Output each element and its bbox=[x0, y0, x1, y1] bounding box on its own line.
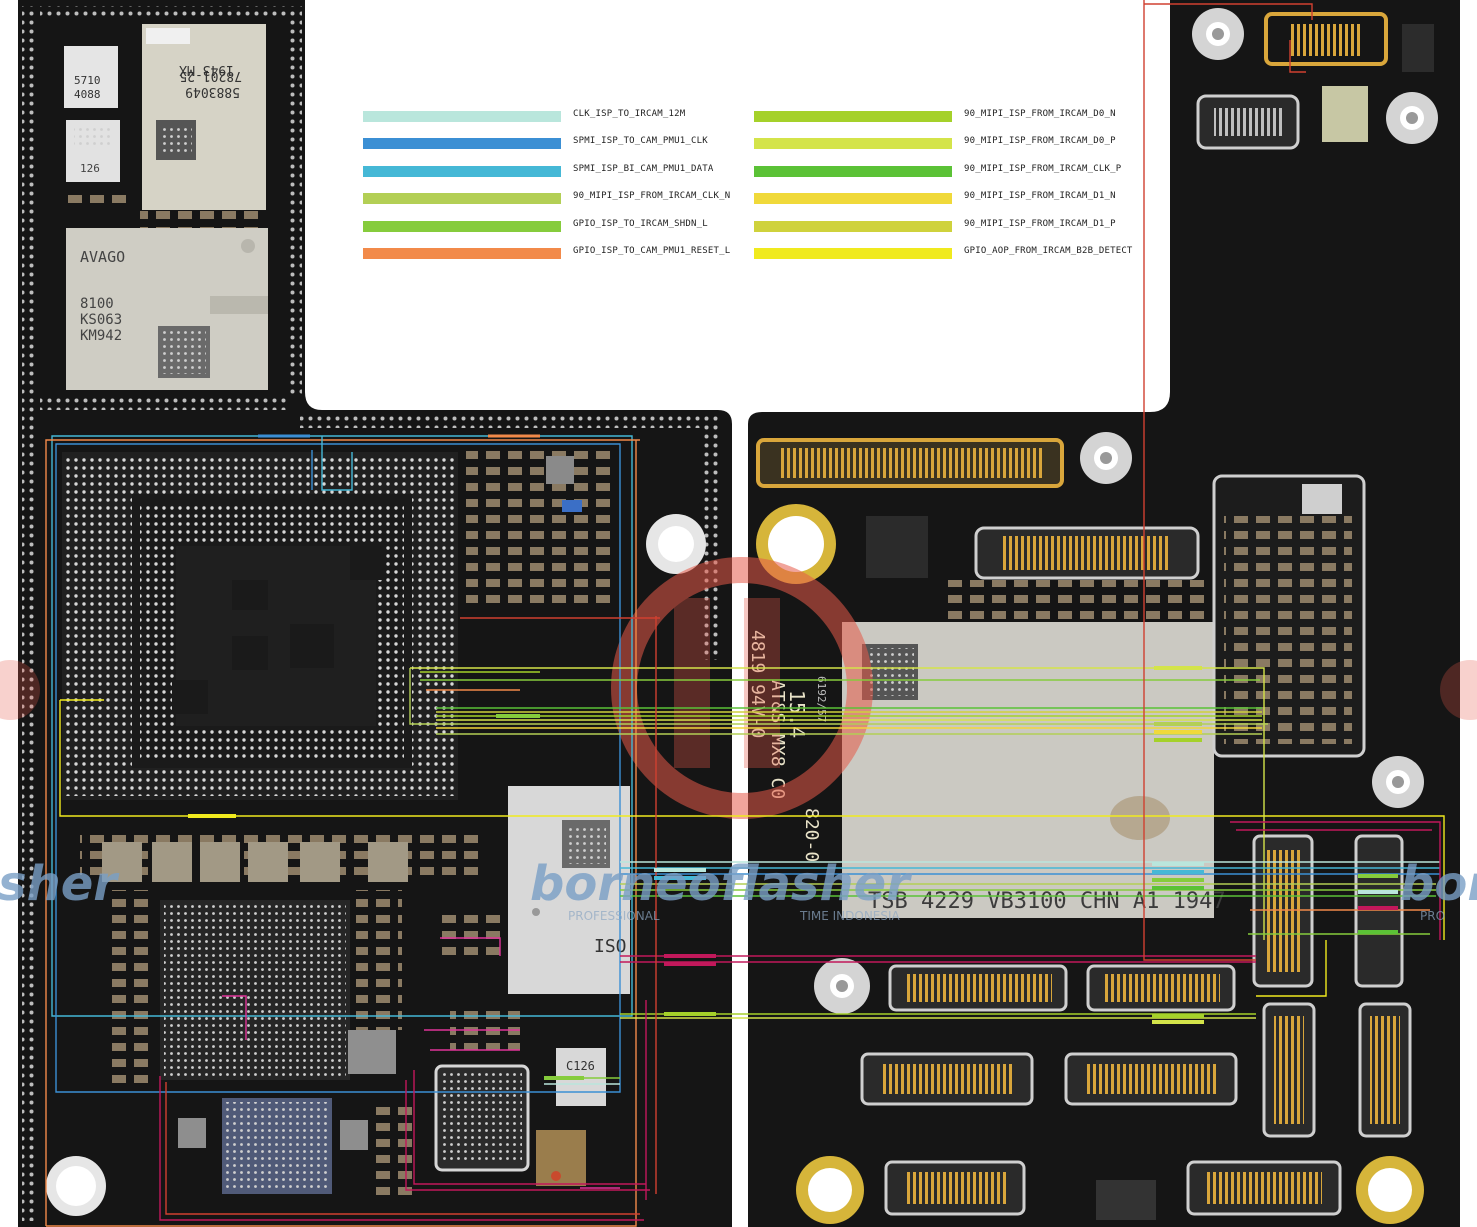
legend-label: SPMI_ISP_TO_CAM_PMU1_CLK bbox=[573, 136, 708, 146]
trace-tags bbox=[188, 666, 1398, 1080]
legend-swatch bbox=[363, 221, 561, 232]
legend-label: 90_MIPI_ISP_FROM_IRCAM_D0_N bbox=[964, 109, 1116, 119]
legend-label: SPMI_ISP_BI_CAM_PMU1_DATA bbox=[573, 164, 714, 174]
chip-1943-text: 1943 MX bbox=[179, 62, 234, 77]
legend-swatch bbox=[754, 248, 952, 259]
silk-atas: AT&S MX8 C0 bbox=[767, 680, 788, 799]
chip-5710-text: 5710 bbox=[74, 74, 101, 87]
legend-label: 90_MIPI_ISP_FROM_IRCAM_CLK_P bbox=[964, 164, 1122, 174]
avago-km942-text: KM942 bbox=[80, 328, 122, 344]
watermark-edge-left: sher bbox=[0, 856, 120, 912]
legend-swatch bbox=[754, 193, 952, 204]
silk-154: 15.4 bbox=[785, 690, 809, 738]
chip-78201 bbox=[142, 24, 266, 210]
silk-text-rotated: 15.4 AT&S MX8 C0 4819 94V-0 820-0 6192/5… bbox=[747, 630, 828, 862]
legend-label: GPIO_ISP_TO_CAM_PMU1_RESET_L bbox=[573, 246, 731, 256]
legend-swatch bbox=[363, 166, 561, 177]
legend-swatch bbox=[363, 138, 561, 149]
c126-text: C126 bbox=[566, 1059, 595, 1073]
watermark-text: borneoflasher PROFESSIONAL TIME INDONESI… bbox=[0, 856, 1477, 923]
legend-swatch bbox=[754, 221, 952, 232]
signal-traces bbox=[45, 0, 1445, 1227]
watermark-edge-pro: PRO bbox=[1420, 909, 1445, 923]
chip-78201-text: 78201-25 bbox=[179, 68, 242, 83]
legend-label: 90_MIPI_ISP_FROM_IRCAM_D0_P bbox=[964, 136, 1116, 146]
silk-4819: 4819 94V-0 bbox=[747, 630, 768, 738]
legend-label: 90_MIPI_ISP_FROM_IRCAM_D1_P bbox=[964, 219, 1116, 229]
signal-legend: CLK_ISP_TO_IRCAM_12M SPMI_ISP_TO_CAM_PMU… bbox=[363, 108, 1163, 268]
watermark-brand: borneoflasher bbox=[530, 856, 913, 912]
legend-swatch bbox=[754, 111, 952, 122]
chip-126-text: 126 bbox=[80, 162, 100, 175]
legend-label: GPIO_AOP_FROM_IRCAM_B2B_DETECT bbox=[964, 246, 1133, 256]
watermark-tag-left: PROFESSIONAL bbox=[568, 909, 660, 923]
silk-6192: 6192/57 bbox=[815, 676, 828, 722]
legend-label: GPIO_ISP_TO_IRCAM_SHDN_L bbox=[573, 219, 708, 229]
legend-swatch bbox=[363, 111, 561, 122]
left-board: 5710 4088 126 78201-25 5883049 1943 MX A… bbox=[18, 0, 732, 1227]
avago-8100-text: 8100 bbox=[80, 296, 114, 312]
legend-label: 90_MIPI_ISP_FROM_IRCAM_CLK_N bbox=[573, 191, 731, 201]
watermark-tag-right: TIME INDONESIA bbox=[799, 909, 901, 923]
chip-5710 bbox=[64, 46, 118, 108]
nand-text: TSB 4229 VB3100 CHN A1 1947 bbox=[868, 889, 1226, 914]
chip-4088-text: 4088 bbox=[74, 88, 101, 101]
watermark-logo bbox=[0, 557, 1477, 819]
chip-5883049-text: 5883049 bbox=[185, 84, 240, 99]
legend-swatch bbox=[363, 248, 561, 259]
legend-swatch bbox=[363, 193, 561, 204]
silk-820: 820-0 bbox=[801, 808, 822, 862]
legend-swatch bbox=[754, 166, 952, 177]
legend-swatch bbox=[754, 138, 952, 149]
legend-label: CLK_ISP_TO_IRCAM_12M bbox=[573, 109, 686, 119]
avago-ks063-text: KS063 bbox=[80, 312, 122, 328]
watermark-edge-right: bor bbox=[1400, 856, 1477, 912]
avago-text: AVAGO bbox=[80, 248, 125, 266]
iso-text: ISO bbox=[594, 936, 627, 957]
legend-label: 90_MIPI_ISP_FROM_IRCAM_D1_N bbox=[964, 191, 1116, 201]
